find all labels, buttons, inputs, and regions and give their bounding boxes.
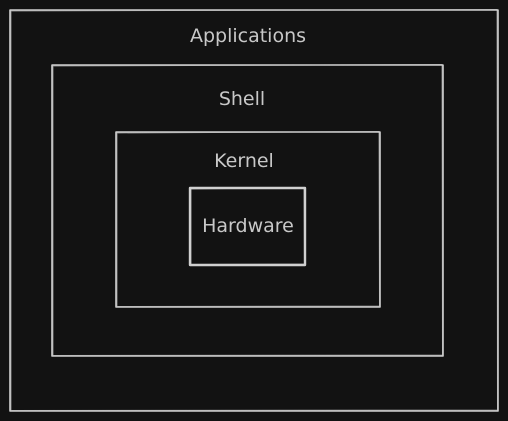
applications-box-sketch (10, 9, 498, 411)
applications-label: Applications (190, 25, 306, 47)
hardware-label: Hardware (202, 215, 294, 237)
layer-kernel: Kernel (115, 131, 381, 308)
layer-applications: Applications (9, 9, 499, 412)
kernel-box-sketch (116, 131, 380, 307)
hardware-box-sketch (190, 187, 305, 265)
kernel-label: Kernel (214, 150, 274, 172)
shell-label: Shell (219, 88, 265, 110)
shell-box-sketch (52, 64, 443, 356)
layer-shell: Shell (51, 64, 444, 357)
layer-hardware: Hardware (188, 186, 307, 267)
